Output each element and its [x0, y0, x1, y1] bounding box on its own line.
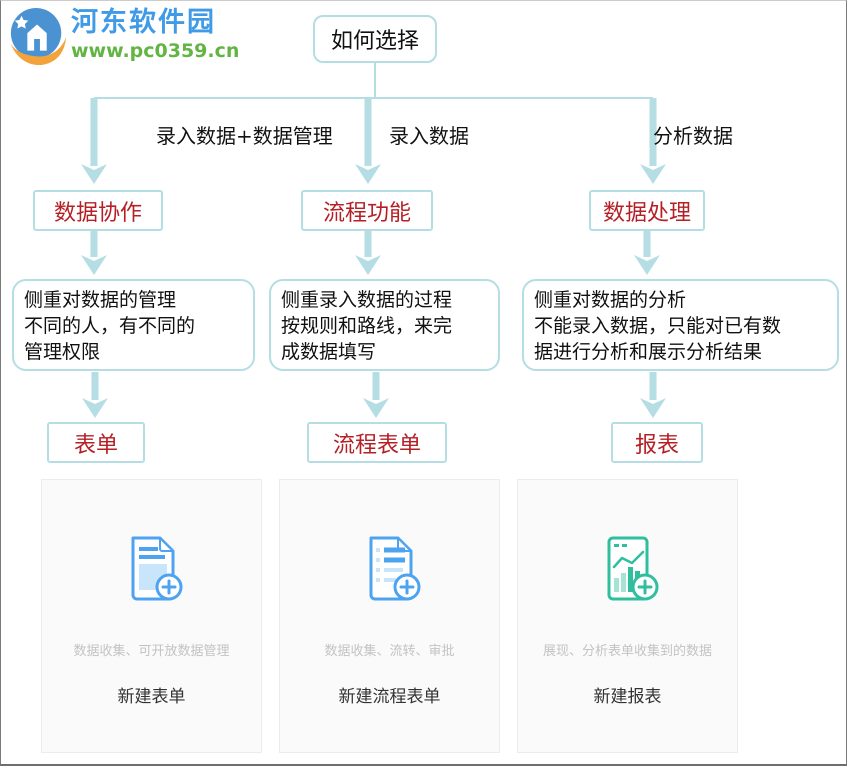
description-node-2: 侧重录入数据的过程 按规则和路线，来完 成数据填写 — [269, 279, 500, 371]
new-process-form-card[interactable]: 数据收集、流转、审批 新建流程表单 — [279, 479, 500, 753]
new-report-card[interactable]: 展现、分析表单收集到的数据 新建报表 — [517, 479, 738, 753]
report-chart-plus-icon — [607, 536, 658, 601]
site-url[interactable]: www.pc0359.cn — [71, 40, 240, 62]
description-node-3: 侧重对数据的分析 不能录入数据，只能对已有数 据进行分析和展示分析结果 — [522, 279, 839, 371]
card-title: 新建表单 — [117, 687, 186, 707]
process-form-plus-icon — [369, 536, 420, 601]
result-node-form: 表单 — [47, 422, 145, 463]
result-node-report: 报表 — [611, 422, 703, 463]
globe-house-logo-icon — [10, 7, 67, 65]
card-title: 新建流程表单 — [338, 687, 441, 707]
card-caption: 展现、分析表单收集到的数据 — [542, 644, 712, 659]
card-caption: 数据收集、流转、审批 — [324, 644, 455, 659]
category-node-data-collaboration: 数据协作 — [33, 190, 163, 231]
flow-root-node: 如何选择 — [313, 15, 437, 63]
branch-condition-1: 录入数据+数据管理 — [156, 124, 333, 148]
form-plus-icon — [131, 536, 182, 601]
card-caption: 数据收集、可开放数据管理 — [73, 644, 230, 659]
branch-condition-3: 分析数据 — [653, 124, 733, 148]
category-node-data-processing: 数据处理 — [589, 190, 705, 231]
category-node-process-function: 流程功能 — [301, 190, 433, 231]
card-title: 新建报表 — [593, 687, 662, 707]
new-form-card[interactable]: 数据收集、可开放数据管理 新建表单 — [41, 479, 262, 753]
description-node-1: 侧重对数据的管理 不同的人，有不同的 管理权限 — [12, 279, 255, 371]
branch-condition-2: 录入数据 — [389, 124, 469, 148]
site-name: 河东软件园 — [71, 7, 216, 38]
site-logo[interactable]: 河东软件园 www.pc0359.cn — [7, 7, 239, 69]
result-node-process-form: 流程表单 — [307, 422, 447, 463]
